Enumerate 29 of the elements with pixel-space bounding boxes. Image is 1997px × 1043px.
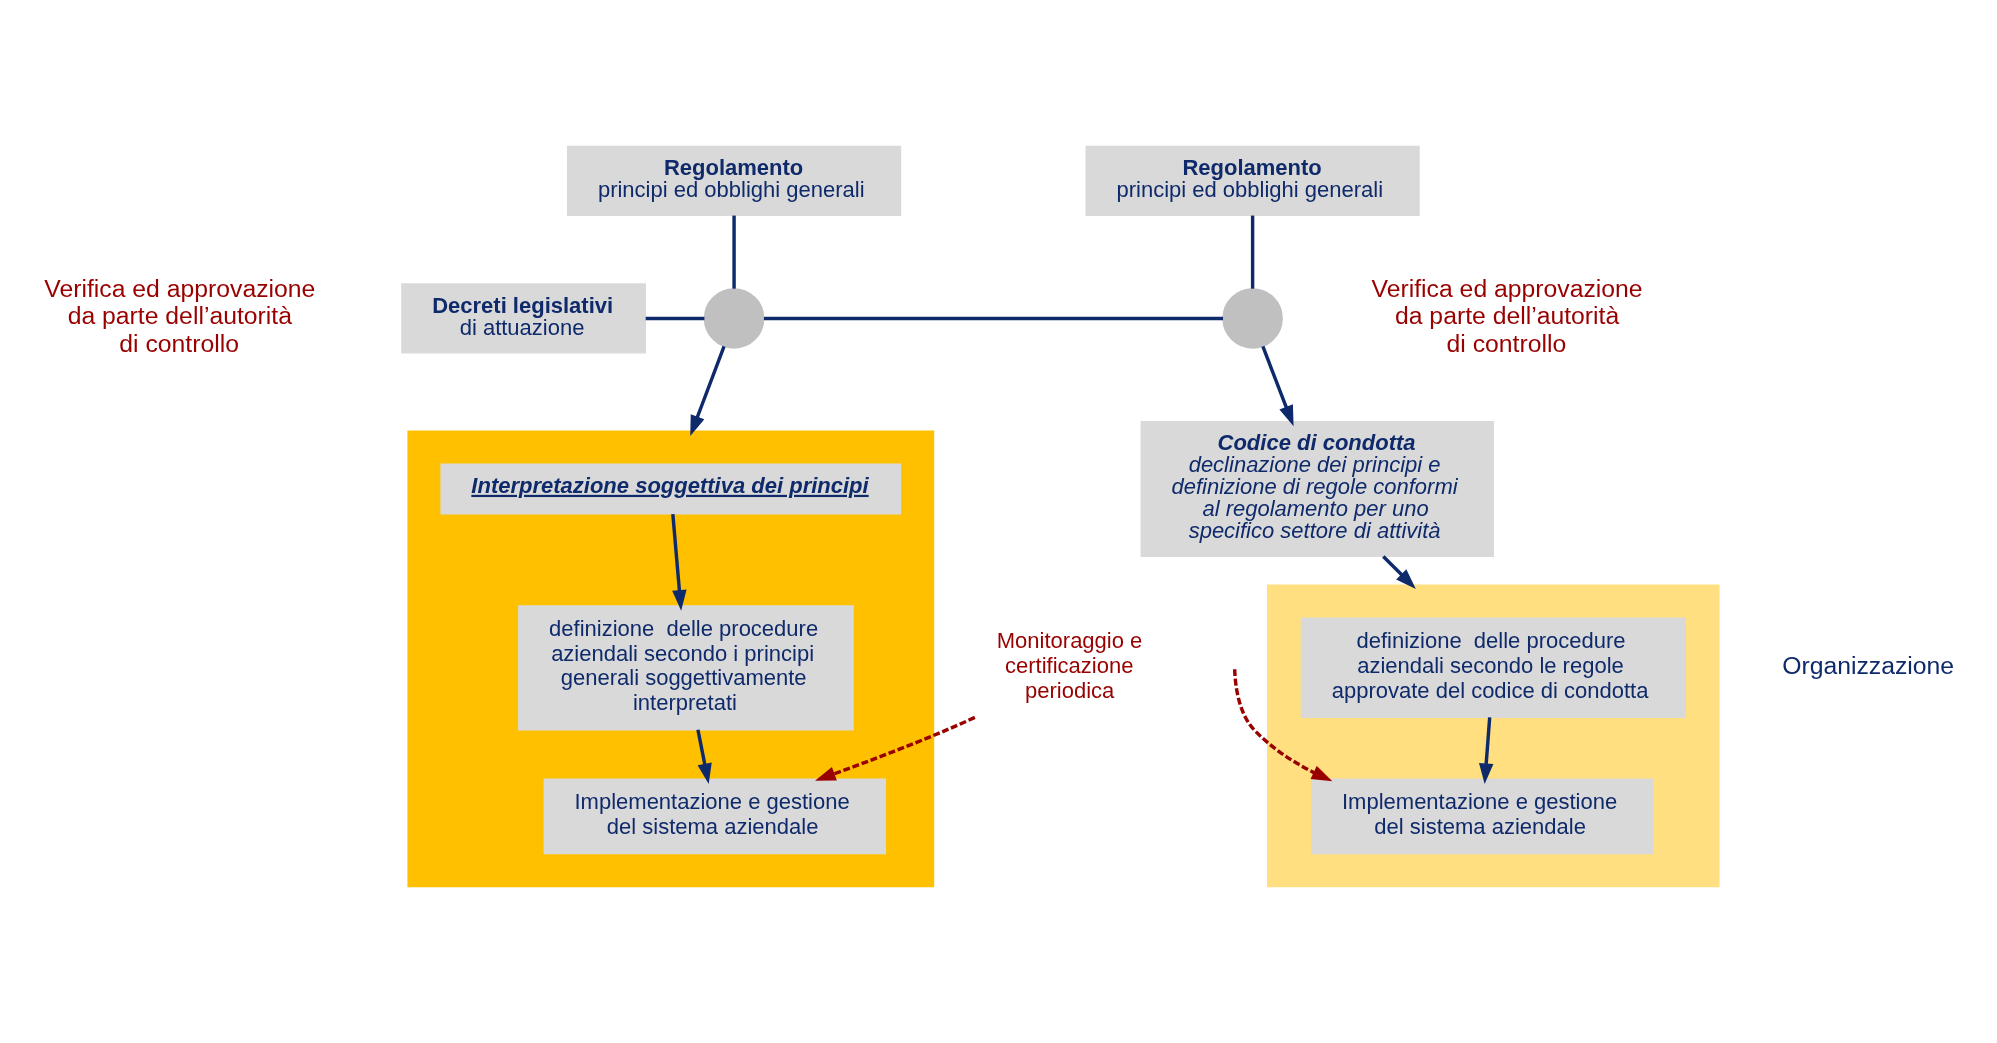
label: Organizzazione [1782, 651, 1955, 679]
connector [763, 316, 1224, 320]
node-box: Decreti legislativi di attuazione [401, 282, 647, 353]
arrow [1479, 716, 1494, 784]
node-box: Implementazione e gestione del sistema aziendale [1311, 778, 1654, 854]
node-box: definizione delle procedure aziendali secondo i principi generali soggettivamente interpretati [518, 604, 854, 730]
arrow [1261, 345, 1294, 426]
node-box: Interpretazione soggettiva dei principi [440, 463, 902, 514]
node-text: Monitoraggio e certificazione periodica [996, 627, 1143, 703]
arrow [814, 715, 976, 781]
label: Verifica ed approvazione da parte dell’autorità di controllo [1371, 274, 1643, 357]
node-circle [703, 287, 765, 349]
cluster [407, 430, 935, 887]
connector [732, 215, 736, 289]
node-box: Codice di condotta declinazione dei principi e definizione di regole conformi al regolamento per uno specifico settore di attività [1140, 420, 1494, 557]
node-box: Regolamento principi ed obblighi generali [566, 145, 902, 216]
arrow [1382, 554, 1416, 589]
node-circle [1222, 287, 1283, 349]
connector [645, 316, 705, 320]
arrow [1233, 668, 1333, 781]
label: Verifica ed approvazione da parte dell’autorità di controllo [44, 274, 316, 357]
arrow [690, 345, 726, 436]
cluster [1267, 584, 1720, 887]
node-box: definizione delle procedure aziendali secondo le regole approvate del codice di condotta [1300, 617, 1686, 718]
node-box: Regolamento principi ed obblighi generali [1085, 145, 1420, 216]
node-box: Implementazione e gestione del sistema aziendale [543, 778, 887, 854]
arrow [696, 728, 712, 784]
arrow [671, 513, 687, 611]
connector [1250, 215, 1255, 289]
